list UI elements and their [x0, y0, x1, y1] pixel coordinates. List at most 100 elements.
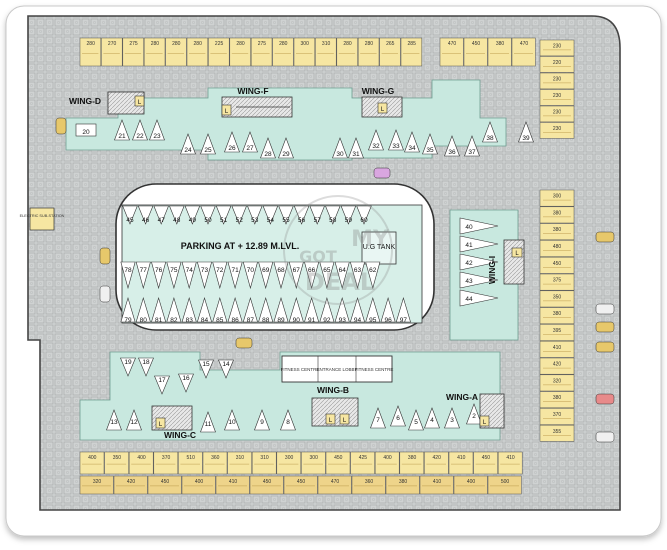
svg-text:L: L: [515, 251, 519, 257]
shop-area-label: 450: [263, 479, 272, 485]
parking-slot-number: 89: [277, 317, 285, 324]
shop-unit: [186, 37, 209, 67]
shop-unit: [283, 475, 318, 495]
parking-slot-number: 62: [369, 267, 377, 274]
shop-unit: [350, 451, 375, 475]
shop-area-label: 230: [553, 93, 562, 99]
parking-slot: [466, 403, 482, 425]
parking-slot-number: 95: [369, 317, 377, 324]
parking-slot-number: 73: [201, 267, 209, 274]
parking-slot: [166, 261, 182, 290]
parking-slot-number: 29: [282, 151, 290, 158]
shop-area-label: 450: [334, 455, 343, 461]
parking-slot: [380, 296, 396, 323]
svg-text:MY: MY: [351, 227, 390, 252]
parking-slot: [459, 235, 499, 253]
parking-slot: [215, 205, 232, 225]
shop-area-label: 230: [553, 43, 562, 49]
parking-slot: [444, 407, 460, 429]
shop-unit: [272, 37, 294, 67]
parking-slot: [368, 129, 384, 151]
parking-slot: [444, 135, 460, 157]
shop-unit: [497, 451, 523, 475]
parking-slot: [200, 205, 216, 225]
parking-slot-number: 58: [329, 217, 337, 224]
fitness-centre-block: FITNESS CENTRE ENTRANCE LOBBY FITNESS CE…: [281, 355, 393, 383]
parking-slot: [370, 407, 386, 429]
shop-unit: [511, 37, 536, 67]
parking-slot-number: 45: [126, 217, 134, 224]
parking-slot: [180, 133, 196, 155]
parking-slot: [334, 296, 350, 323]
shop-area-label: 480: [553, 244, 562, 250]
parking-slot: [200, 411, 216, 433]
parking-slot: [169, 205, 185, 225]
parking-slot: [319, 261, 335, 290]
parking-slot: [151, 261, 167, 290]
parking-slot: [395, 296, 411, 323]
parking-slot: [332, 137, 348, 159]
shop-area-label: 350: [553, 294, 562, 300]
shop-area-label: 510: [187, 455, 196, 461]
parking-slot-number: 67: [293, 267, 301, 274]
shop-area-label: 360: [211, 455, 220, 461]
svg-text:DEAL: DEAL: [305, 268, 375, 296]
parking-slot-number: 53: [251, 217, 259, 224]
parking-slot: [459, 271, 499, 289]
parking-slot: [149, 119, 165, 141]
entrance-lobby-label: ENTRANCE LOBBY: [316, 367, 357, 372]
parking-slot-number: 70: [247, 267, 255, 274]
parking-slot-number: 52: [236, 217, 244, 224]
parking-slot-number: 86: [231, 317, 239, 324]
parking-slot-number: 65: [323, 267, 331, 274]
parking-slot: [247, 205, 263, 225]
parking-slot-number: 90: [293, 317, 301, 324]
parking-slot: [459, 253, 499, 271]
shop-unit: [181, 475, 216, 495]
parking-slot: [198, 359, 214, 379]
parking-slot-number: 42: [465, 260, 473, 267]
shop-area-label: 370: [162, 455, 171, 461]
parking-slot-number: 85: [216, 317, 224, 324]
shop-area-label: 375: [553, 278, 562, 284]
shop-unit: [147, 475, 182, 495]
parking-slot-number: 5: [414, 419, 418, 426]
parking-slot: [304, 261, 320, 290]
parking-slot-number: 22: [136, 133, 144, 140]
parking-slot: [254, 409, 270, 431]
shop-unit: [165, 37, 187, 67]
parking-slot: [348, 137, 364, 159]
shop-unit: [539, 105, 575, 123]
parking-slot: [356, 205, 372, 225]
shop-unit: [487, 37, 512, 67]
shop-area-label: 265: [386, 41, 395, 47]
parking-slot-number: 57: [314, 217, 322, 224]
parking-slot-number: 84: [201, 317, 209, 324]
shop-unit: [400, 37, 423, 67]
shop-unit: [439, 37, 464, 67]
shop-area-label: 280: [343, 41, 352, 47]
parking-slot: [120, 296, 136, 323]
shop-area-label: 400: [195, 479, 204, 485]
shop-area-label: 470: [331, 479, 340, 485]
shop-area-label: 355: [553, 429, 562, 435]
shop-area-label: 450: [482, 455, 491, 461]
shop-unit: [208, 37, 230, 67]
shop-unit: [539, 89, 575, 106]
parking-slot-number: 59: [345, 217, 353, 224]
parking-slot-number: 56: [298, 217, 306, 224]
shop-unit: [301, 451, 326, 475]
parking-slot: [181, 296, 197, 323]
parking-slot-number: 25: [204, 147, 212, 154]
shop-area-label: 220: [553, 60, 562, 66]
shop-unit: [79, 451, 105, 475]
shop-unit: [539, 391, 575, 409]
parking-slot: [224, 409, 240, 431]
parking-slot-number: 75: [170, 267, 178, 274]
shop-unit: [539, 340, 575, 358]
parking-slot: [309, 205, 325, 225]
parking-slot-number: 14: [222, 361, 230, 368]
